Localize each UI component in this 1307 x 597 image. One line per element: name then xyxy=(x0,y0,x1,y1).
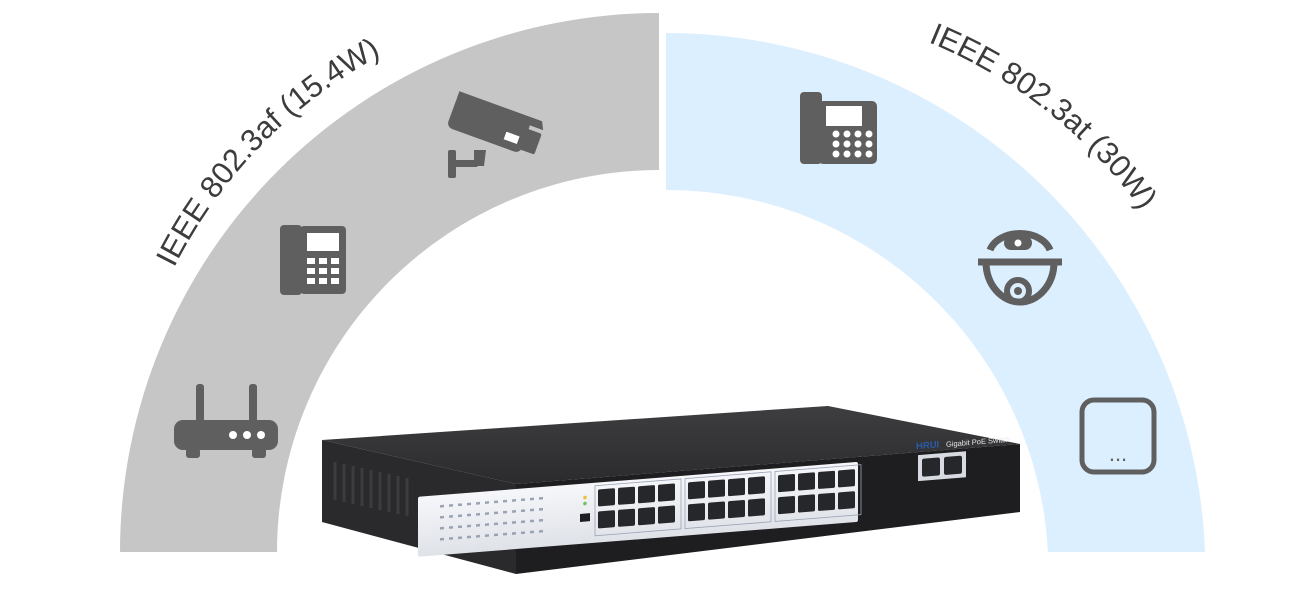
status-led xyxy=(521,520,525,524)
status-led xyxy=(494,522,498,526)
side-vents xyxy=(333,462,409,516)
status-led xyxy=(467,524,471,528)
poe-switch: HRUI Gigabit PoE Switch xyxy=(322,406,1020,574)
status-led xyxy=(440,526,444,530)
status-led xyxy=(440,504,444,508)
rj45-port xyxy=(598,488,615,507)
port-group-frame xyxy=(774,464,862,522)
status-led xyxy=(530,508,534,512)
status-led xyxy=(494,500,498,504)
status-led xyxy=(503,510,507,514)
status-led xyxy=(476,501,480,505)
status-led xyxy=(512,510,516,513)
status-led xyxy=(440,537,444,541)
rj45-port xyxy=(778,473,795,493)
rj45-port-block xyxy=(594,464,862,537)
port-group-frame xyxy=(594,478,682,537)
status-led xyxy=(494,511,498,515)
port-group-frame xyxy=(684,471,772,530)
status-led-grid xyxy=(440,496,543,541)
rj45-port xyxy=(708,501,725,520)
status-led xyxy=(485,523,489,526)
sfp-port xyxy=(944,455,962,475)
status-led xyxy=(458,503,462,507)
status-led xyxy=(440,515,444,519)
status-led xyxy=(521,498,525,502)
status-led xyxy=(503,532,507,536)
status-led xyxy=(512,499,516,502)
status-led xyxy=(521,531,525,535)
rj45-port xyxy=(638,485,655,504)
sfp-port-block xyxy=(922,455,962,477)
sys-led xyxy=(583,501,587,506)
status-led xyxy=(467,513,471,517)
status-led xyxy=(530,530,534,534)
rj45-port xyxy=(748,476,765,495)
status-led xyxy=(512,521,516,524)
dome-camera-icon xyxy=(978,230,1062,306)
rj45-port xyxy=(838,491,855,510)
rj45-port xyxy=(798,494,815,513)
status-led xyxy=(530,497,534,501)
status-led xyxy=(476,523,480,527)
status-led xyxy=(530,519,534,523)
rj45-port xyxy=(728,499,745,519)
rj45-port xyxy=(598,510,615,529)
switch-brand: HRUI xyxy=(916,439,939,452)
status-led xyxy=(485,512,489,515)
rj45-port xyxy=(798,472,815,491)
status-led xyxy=(539,496,543,500)
status-led xyxy=(449,526,453,529)
switch-top-panel xyxy=(322,406,1020,484)
rj45-port xyxy=(638,507,655,526)
status-led xyxy=(467,535,471,539)
rj45-port xyxy=(838,469,855,488)
status-led xyxy=(539,507,543,511)
status-led xyxy=(494,533,498,537)
router-icon xyxy=(174,384,278,458)
status-led xyxy=(539,529,543,533)
mode-switch xyxy=(580,513,590,522)
status-led xyxy=(485,534,489,537)
status-led xyxy=(512,532,516,535)
status-led xyxy=(521,509,525,513)
rj45-port xyxy=(728,477,745,497)
rj45-port xyxy=(618,508,635,527)
status-led xyxy=(458,525,462,529)
status-led xyxy=(503,521,507,525)
status-led xyxy=(476,512,480,516)
rj45-port xyxy=(778,495,795,515)
rj45-port xyxy=(708,479,725,498)
status-led xyxy=(449,537,453,540)
status-led xyxy=(467,502,471,506)
right-arc-segment xyxy=(666,32,1205,552)
status-led xyxy=(458,514,462,518)
rj45-port xyxy=(748,498,765,517)
status-led xyxy=(458,536,462,540)
status-led xyxy=(485,501,489,504)
power-led xyxy=(583,495,587,500)
rj45-port xyxy=(658,483,675,502)
rj45-port xyxy=(818,470,835,489)
ip-phone-icon xyxy=(800,92,877,164)
sfp-port xyxy=(922,457,940,477)
rj45-port xyxy=(818,492,835,511)
more-devices-label: ... xyxy=(1109,441,1127,466)
status-led xyxy=(449,515,453,518)
status-led xyxy=(476,534,480,538)
desk-phone-icon xyxy=(280,225,346,295)
cctv-camera-icon xyxy=(448,91,544,178)
rj45-port xyxy=(688,503,705,522)
more-devices-icon: ... xyxy=(1079,397,1157,475)
status-led xyxy=(539,518,543,522)
status-led xyxy=(449,504,453,507)
rj45-port xyxy=(688,481,705,500)
rj45-port xyxy=(658,505,675,524)
status-led xyxy=(503,499,507,503)
rj45-port xyxy=(618,486,635,505)
